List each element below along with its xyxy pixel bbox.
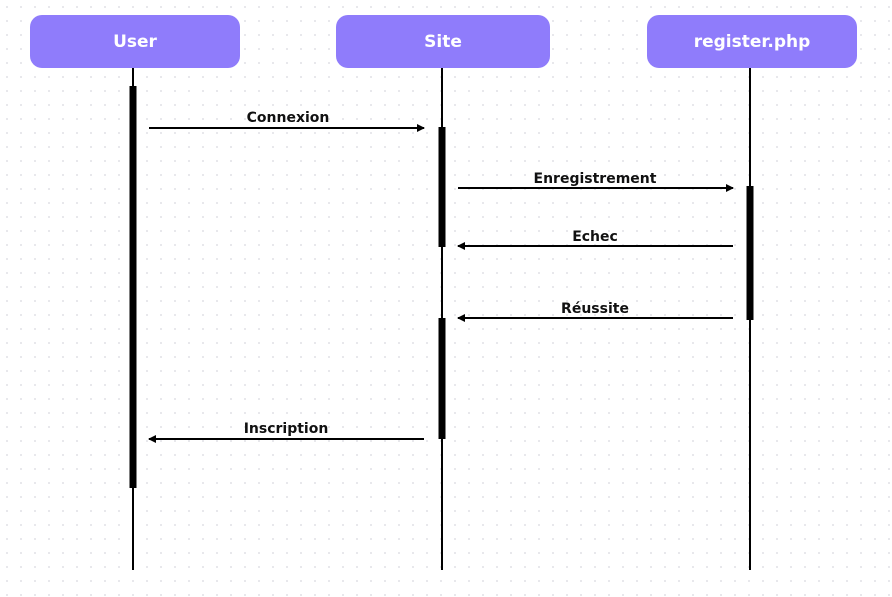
participant-register: register.php (647, 15, 857, 68)
message-label-inscription: Inscription (243, 421, 329, 437)
participant-user: User (30, 15, 240, 68)
activation-bar-site-2 (438, 318, 446, 439)
activation-bar-register (746, 186, 754, 320)
activation-bar-site-1 (438, 127, 446, 247)
message-label-enregistrement: Enregistrement (533, 171, 657, 187)
message-label-echec: Echec (572, 229, 618, 245)
message-label-connexion: Connexion (246, 110, 330, 126)
message-label-reussite: Réussite (561, 301, 629, 317)
participant-site: Site (336, 15, 550, 68)
activation-bar-user (129, 86, 137, 488)
